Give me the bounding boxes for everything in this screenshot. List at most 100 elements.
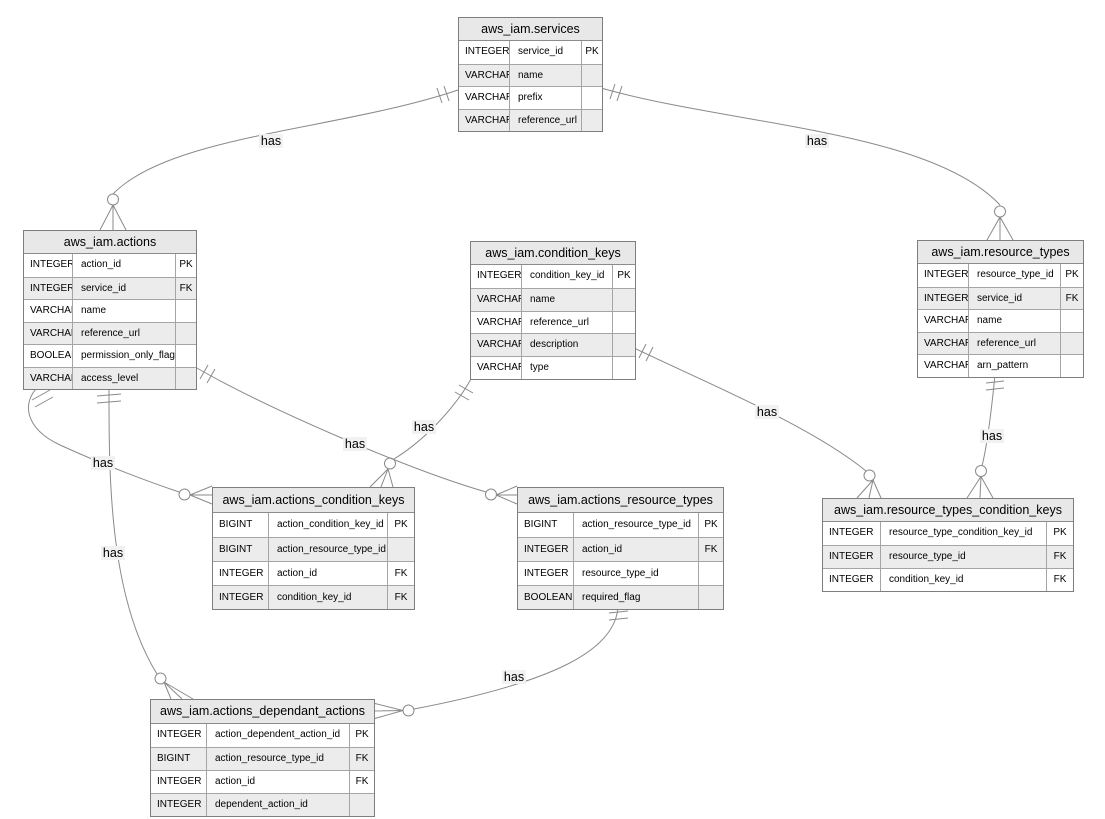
zero-cardinality-circle — [863, 469, 876, 482]
cell-name: condition_key_id — [880, 569, 1046, 591]
relationship-resource_types-resource_types_condition_keys — [966, 374, 1005, 499]
cell-name: reference_url — [72, 322, 175, 344]
table-title-condition_keys: aws_iam.condition_keys — [471, 242, 635, 265]
relationship-line — [393, 376, 473, 460]
relationship-label-services-actions: has — [258, 134, 284, 148]
cell-key: FK — [349, 748, 374, 770]
cell-key: PK — [387, 513, 414, 537]
cell-key: FK — [387, 562, 414, 585]
cell-type: INTEGER — [829, 574, 874, 585]
one-cardinality-tick — [34, 396, 54, 408]
one-cardinality-tick — [96, 393, 122, 397]
cell-name: arn_pattern — [968, 355, 1060, 377]
cell-type: INTEGER — [924, 269, 968, 280]
one-cardinality-tick — [645, 346, 654, 362]
zero-cardinality-circle — [178, 488, 191, 501]
cell-name: action_id — [72, 254, 175, 277]
relationship-line — [413, 606, 619, 710]
cell-type: VARCHAR — [30, 372, 72, 384]
cell-type: BOOLEAN — [30, 350, 72, 361]
many-crow-foot-icon — [986, 216, 1014, 241]
one-cardinality-tick — [608, 610, 629, 614]
cell-key — [175, 300, 196, 322]
one-cardinality-tick — [608, 617, 629, 621]
one-cardinality-tick — [31, 389, 51, 401]
many-crow-foot-icon — [856, 479, 882, 499]
cell-key — [612, 357, 635, 379]
cell-name: action_dependent_action_id — [206, 724, 349, 747]
cell-name: action_condition_key_id — [268, 513, 387, 537]
relationship-label-actions-actions_resource_types: has — [342, 437, 368, 451]
cell-name: condition_key_id — [268, 586, 387, 609]
cell-name: action_id — [206, 771, 349, 793]
cell-name: resource_type_id — [880, 546, 1046, 568]
cell-type: BIGINT — [157, 753, 191, 764]
zero-cardinality-circle — [994, 205, 1006, 218]
table-title-actions_dependant_actions: aws_iam.actions_dependant_actions — [151, 700, 374, 724]
cell-name: name — [521, 288, 612, 311]
cell-key — [1060, 310, 1083, 332]
relationship-actions-actions_dependant_actions — [96, 386, 194, 700]
relationship-label-services-resource_types: has — [804, 134, 830, 148]
cell-key: PK — [175, 254, 196, 277]
cell-key — [1060, 332, 1083, 355]
cell-type: VARCHAR — [465, 92, 509, 103]
cell-type: INTEGER — [465, 46, 509, 57]
zero-cardinality-circle — [485, 488, 497, 501]
cell-name: condition_key_id — [521, 265, 612, 288]
cell-name: reference_url — [968, 332, 1060, 355]
cell-key — [581, 109, 602, 131]
cell-key — [1060, 355, 1083, 377]
table-row: VARCHARaccess_level — [24, 366, 196, 389]
cell-type: VARCHAR — [30, 305, 72, 316]
cell-type: VARCHAR — [477, 293, 521, 305]
cell-key — [175, 345, 196, 367]
relationship-label-actions_resource_types-actions_dependant_actions: has — [501, 670, 527, 684]
cell-type: VARCHAR — [924, 315, 968, 327]
cell-name: resource_type_id — [573, 562, 698, 585]
cell-type: INTEGER — [524, 544, 569, 555]
cell-key: FK — [1046, 569, 1073, 591]
cell-name: prefix — [509, 87, 581, 109]
relationship-condition_keys-actions_condition_keys — [369, 376, 474, 488]
cell-type: INTEGER — [30, 282, 72, 294]
cell-key: PK — [349, 724, 374, 747]
one-cardinality-tick — [96, 400, 122, 404]
cell-type: INTEGER — [219, 568, 264, 579]
cell-name: access_level — [72, 367, 175, 389]
table-row: BOOLEANpermission_only_flag — [24, 344, 196, 367]
relationship-line — [194, 366, 487, 493]
relationship-label-resource_types-resource_types_condition_keys: has — [979, 429, 1005, 443]
cell-key: PK — [581, 41, 602, 64]
one-cardinality-tick — [458, 384, 474, 394]
one-cardinality-tick — [206, 368, 216, 384]
cell-key — [612, 334, 635, 357]
many-crow-foot-icon — [495, 485, 518, 505]
cell-key: PK — [612, 265, 635, 288]
